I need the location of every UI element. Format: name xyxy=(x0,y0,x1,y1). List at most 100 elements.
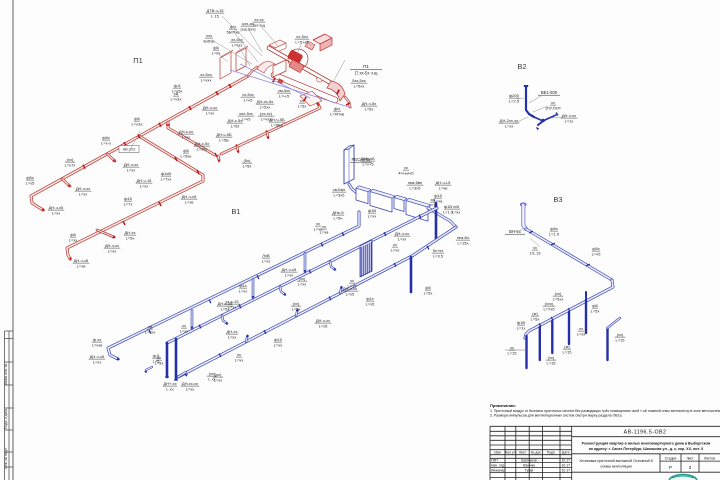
svg-text:Изм: Изм xyxy=(494,451,501,455)
svg-text:L+5: L+5 xyxy=(153,358,161,363)
svg-text:Листов: Листов xyxy=(704,457,715,461)
svg-text:хх5: хх5 xyxy=(453,204,460,209)
svg-text:L=хв: L=хв xyxy=(185,199,194,204)
svg-text:L=хх: L=хх xyxy=(206,110,215,115)
svg-text:L=х5: L=х5 xyxy=(346,291,356,296)
svg-text:чх-5хх: чх-5хх xyxy=(296,34,308,39)
svg-text:схемы вентиляции: схемы вентиляции xyxy=(600,465,631,469)
svg-text:L=3х5: L=3х5 xyxy=(409,185,421,190)
svg-text:L=хх: L=хх xyxy=(285,272,294,277)
svg-text:АВ-1196.5-ОВ2: АВ-1196.5-ОВ2 xyxy=(624,430,667,436)
svg-text:L=5х: L=5х xyxy=(292,306,301,311)
svg-text:L=15: L=15 xyxy=(507,350,517,355)
svg-text:хх-5хх: хх-5хх xyxy=(200,72,212,77)
svg-text:(хх): (хх) xyxy=(548,355,555,360)
svg-text:L=хх: L=хх xyxy=(262,258,271,263)
svg-text:L=2.5: L=2.5 xyxy=(509,98,520,103)
svg-text:L=чхх: L=чхх xyxy=(232,42,243,47)
svg-text:В2: В2 xyxy=(517,62,526,71)
svg-text:ДН-х-15: ДН-х-15 xyxy=(218,301,233,306)
svg-text:хех-5хх: хех-5хх xyxy=(239,111,253,116)
svg-text:Подп.: Подп. xyxy=(547,451,556,455)
svg-text:1. Приточный воздух от бытовых: 1. Приточный воздух от бытовых приточных… xyxy=(490,409,720,413)
svg-text:хх: хх xyxy=(551,100,555,105)
svg-text:(хх): (хх) xyxy=(555,291,562,296)
svg-text:L=1х: L=1х xyxy=(517,325,526,330)
svg-text:В1: В1 xyxy=(231,207,240,216)
svg-text:L=хх: L=хх xyxy=(93,359,102,364)
svg-text:хх: хх xyxy=(316,221,320,226)
svg-text:L=5хх: L=5хх xyxy=(354,83,365,88)
svg-text:ф хх: ф хх xyxy=(93,337,101,342)
svg-text:ДН-ч-хх: ДН-ч-хх xyxy=(343,286,357,291)
svg-text:L хх: L хх xyxy=(166,386,173,391)
svg-text:L 15: L 15 xyxy=(211,13,219,18)
svg-text:ДН-ч-хх: ДН-ч-хх xyxy=(316,318,330,323)
svg-text:ф5х: ф5х xyxy=(550,226,558,231)
svg-text:L=хЗх: L=хЗх xyxy=(171,96,182,101)
svg-text:L=5х: L=5х xyxy=(298,103,307,108)
svg-text:ф1В: ф1В xyxy=(444,204,453,209)
svg-text:L=хх: L=хх xyxy=(79,191,88,196)
svg-text:П1: П1 xyxy=(133,56,143,65)
svg-text:(5х): (5х) xyxy=(244,158,252,163)
svg-text:L=хх: L=хх xyxy=(182,134,191,139)
svg-text:ДН-2хх-хх: ДН-2хх-хх xyxy=(500,118,519,123)
svg-text:L=чхх: L=чхх xyxy=(201,77,212,82)
svg-text:хм: хм xyxy=(431,197,436,202)
svg-text:L=7х: L=7х xyxy=(124,201,133,206)
svg-text:2. Размеры импульсов для венти: 2. Размеры импульсов для вентиляционных … xyxy=(490,414,623,418)
svg-text:L=хх: L=хх xyxy=(505,123,514,128)
svg-text:ДН-ч-хх: ДН-ч-хх xyxy=(76,186,90,191)
svg-text:ф!х: ф!х xyxy=(230,24,236,29)
svg-text:ДН-х-хх: ДН-х-хх xyxy=(179,129,193,134)
svg-text:ф15: ф15 xyxy=(124,196,133,201)
svg-text:10.17: 10.17 xyxy=(562,458,571,462)
svg-text:ДН-ч-5Б: ДН-ч-5Б xyxy=(216,132,232,137)
svg-text:ДН-х-5х: ДН-х-5х xyxy=(228,118,243,123)
svg-text:(м): (м) xyxy=(564,344,570,349)
svg-text:L=ч5: L=ч5 xyxy=(592,251,602,256)
svg-text:хх: хх xyxy=(404,165,408,170)
svg-text:L=хх: L=хх xyxy=(140,183,149,188)
svg-text:L=хх: L=хх xyxy=(52,210,61,215)
svg-text:ДН-ч-х5: ДН-ч-х5 xyxy=(49,205,64,210)
svg-text:L=1х: L=1х xyxy=(228,304,237,309)
svg-text:хх: хх xyxy=(237,352,241,357)
svg-text:НВ-202: НВ-202 xyxy=(123,148,136,152)
svg-text:L=5х: L=5х xyxy=(155,360,164,365)
svg-text:хх: хх xyxy=(350,278,354,283)
svg-text:Реконструкция квартир в жилых: Реконструкция квартир в жилых многокварт… xyxy=(582,442,711,446)
svg-text:хВ: хВ xyxy=(174,91,179,96)
svg-text:Юрочко: Юрочко xyxy=(523,464,535,468)
svg-text:ф200: ф200 xyxy=(509,93,520,98)
svg-text:ВН-5х: ВН-5х xyxy=(509,229,522,234)
svg-text:ВЕ1-500: ВЕ1-500 xyxy=(541,90,558,95)
svg-text:L=чв: L=чв xyxy=(434,198,443,203)
svg-text:L=1х: L=1х xyxy=(429,202,438,207)
svg-text:L=5х: L=5х xyxy=(424,290,433,295)
svg-text:(м): (м) xyxy=(532,311,538,316)
svg-text:П1: П1 xyxy=(363,64,369,69)
svg-text:L=5+х5: L=5+х5 xyxy=(295,39,309,44)
svg-text:L=хх: L=хх xyxy=(127,167,136,172)
svg-text:хх: хх xyxy=(393,242,397,247)
svg-text:L=хв: L=хв xyxy=(77,263,86,268)
svg-text:ф15: ф15 xyxy=(434,193,443,198)
svg-text:хх-х-15: хх-х-15 xyxy=(225,299,239,304)
svg-text:L=5Б: L=5Б xyxy=(219,137,229,142)
svg-text:L=7х5: L=7х5 xyxy=(543,306,555,311)
svg-text:ф5х: ф5х xyxy=(26,175,34,180)
svg-text:L=хв: L=хв xyxy=(320,229,329,234)
svg-text:ф5: ф5 xyxy=(134,116,140,121)
svg-text:ДН-ч-х5: ДН-ч-х5 xyxy=(282,267,297,272)
svg-text:хх-хх: хх-хх xyxy=(254,17,263,22)
svg-text:ДН-хх: ДН-хх xyxy=(125,230,136,235)
svg-text:L=хх: L=хх xyxy=(214,377,223,382)
svg-text:Установка приточной вытяжной О: Установка приточной вытяжной Основной й xyxy=(579,459,652,463)
svg-text:L=х5: L=х5 xyxy=(319,323,329,328)
svg-text:L=ч5: L=ч5 xyxy=(244,97,254,102)
svg-text:L=хх: L=хх xyxy=(298,281,307,286)
svg-text:L=5х: L=5х xyxy=(365,106,374,111)
svg-text:Инженер: Инженер xyxy=(491,469,505,473)
